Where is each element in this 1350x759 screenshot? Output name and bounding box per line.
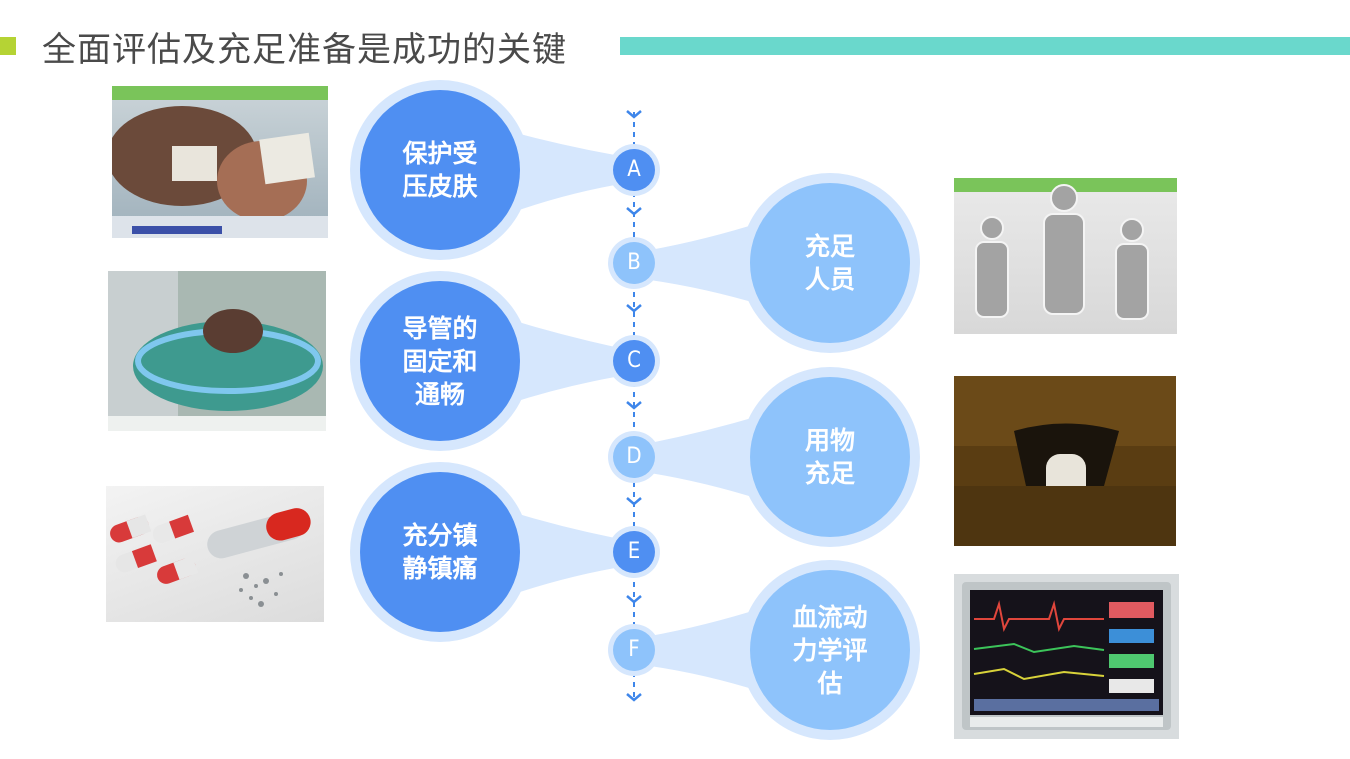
capsules-photo	[106, 486, 324, 622]
page-title: 全面评估及充足准备是成功的关键	[42, 30, 567, 70]
node-c	[360, 281, 520, 441]
step-label-b: 充足 人员	[804, 232, 855, 294]
connector-c	[505, 318, 615, 405]
patient-face-padding-photo	[112, 86, 328, 238]
timeline-chevron	[626, 595, 642, 604]
connector-d	[650, 415, 762, 500]
timeline-chevrons	[626, 110, 642, 702]
node-f	[750, 570, 910, 730]
letter-circle-f	[613, 629, 655, 671]
step-label-f: 血流动 力学评 估	[792, 602, 868, 698]
connector-b	[650, 222, 762, 305]
step-label-a: 保护受 压皮肤	[402, 139, 478, 201]
letter-circle-b	[613, 242, 655, 284]
timeline-chevron	[626, 304, 642, 313]
vital-signs-monitor-photo	[954, 574, 1179, 739]
node-b	[750, 183, 910, 343]
step-letter-c: C	[627, 348, 641, 373]
title-accent-bar	[620, 37, 1350, 55]
step-letter-b: B	[627, 250, 641, 275]
step-letter-d: D	[626, 444, 642, 469]
node-d	[750, 377, 910, 537]
node-e	[360, 472, 520, 632]
timeline-chevron	[626, 207, 642, 216]
step-letter-a: A	[627, 157, 641, 182]
step-label-c: 导管的 固定和 通畅	[402, 313, 478, 409]
timeline-chevron	[626, 110, 642, 119]
step-label-e: 充分镇 静镇痛	[402, 521, 478, 583]
node-a	[360, 90, 520, 250]
prone-headrest-photo	[954, 376, 1176, 546]
step-letter-f: F	[628, 637, 640, 662]
connector-a	[505, 130, 615, 215]
step-letter-e: E	[627, 539, 641, 564]
timeline-chevron	[626, 401, 642, 410]
step-label-d: 用物 充足	[804, 426, 855, 488]
staff-silhouettes-photo	[954, 178, 1177, 334]
catheter-fixation-photo	[108, 271, 326, 431]
connector-e	[505, 510, 615, 597]
letter-circle-e	[613, 531, 655, 573]
letter-circle-a	[613, 149, 655, 191]
timeline-chevron	[626, 693, 642, 702]
letter-circle-d	[613, 436, 655, 478]
title-marker	[0, 37, 16, 55]
timeline-chevron	[626, 497, 642, 506]
connector-f	[650, 608, 762, 692]
letter-circle-c	[613, 340, 655, 382]
